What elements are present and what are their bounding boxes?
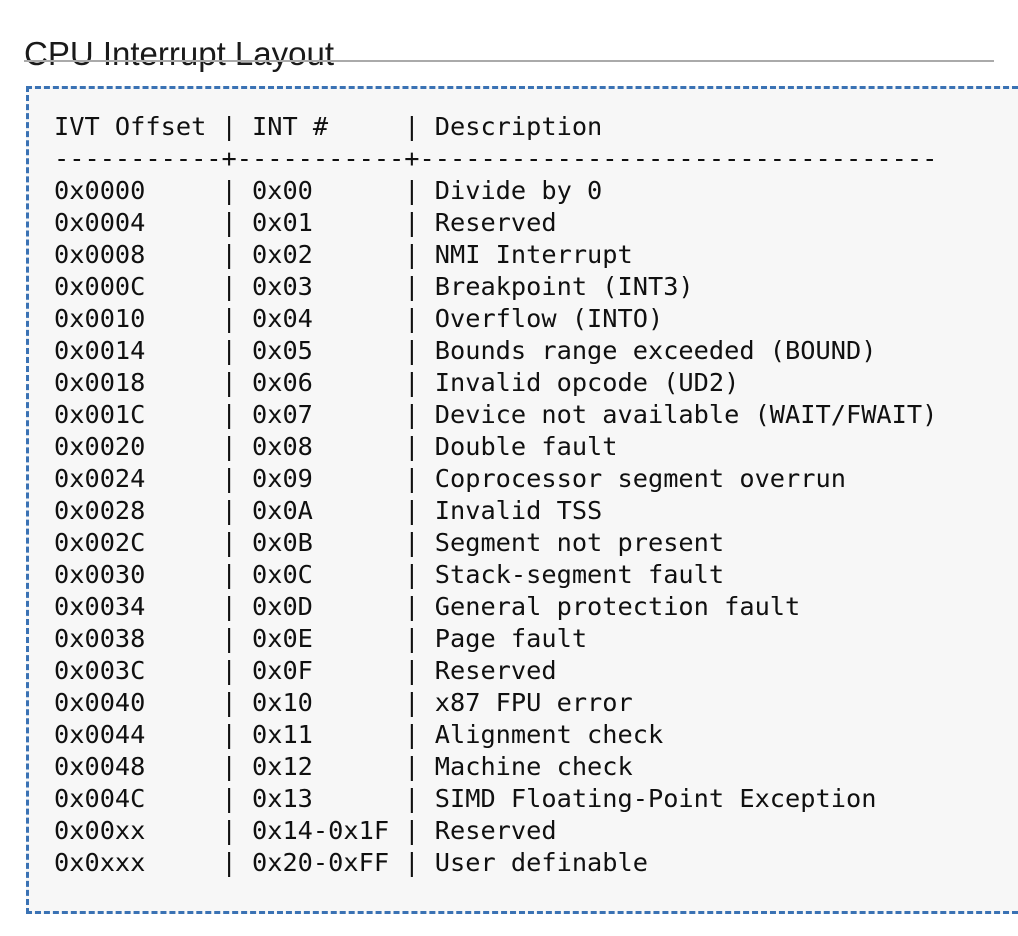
ascii-table-code-block: IVT Offset | INT # | Description -------… [26,86,1018,914]
interrupt-vector-table: IVT Offset | INT # | Description -------… [54,112,938,877]
title-divider [24,60,994,62]
page-title: CPU Interrupt Layout [24,35,334,73]
code-block-content: IVT Offset | INT # | Description -------… [29,89,937,879]
